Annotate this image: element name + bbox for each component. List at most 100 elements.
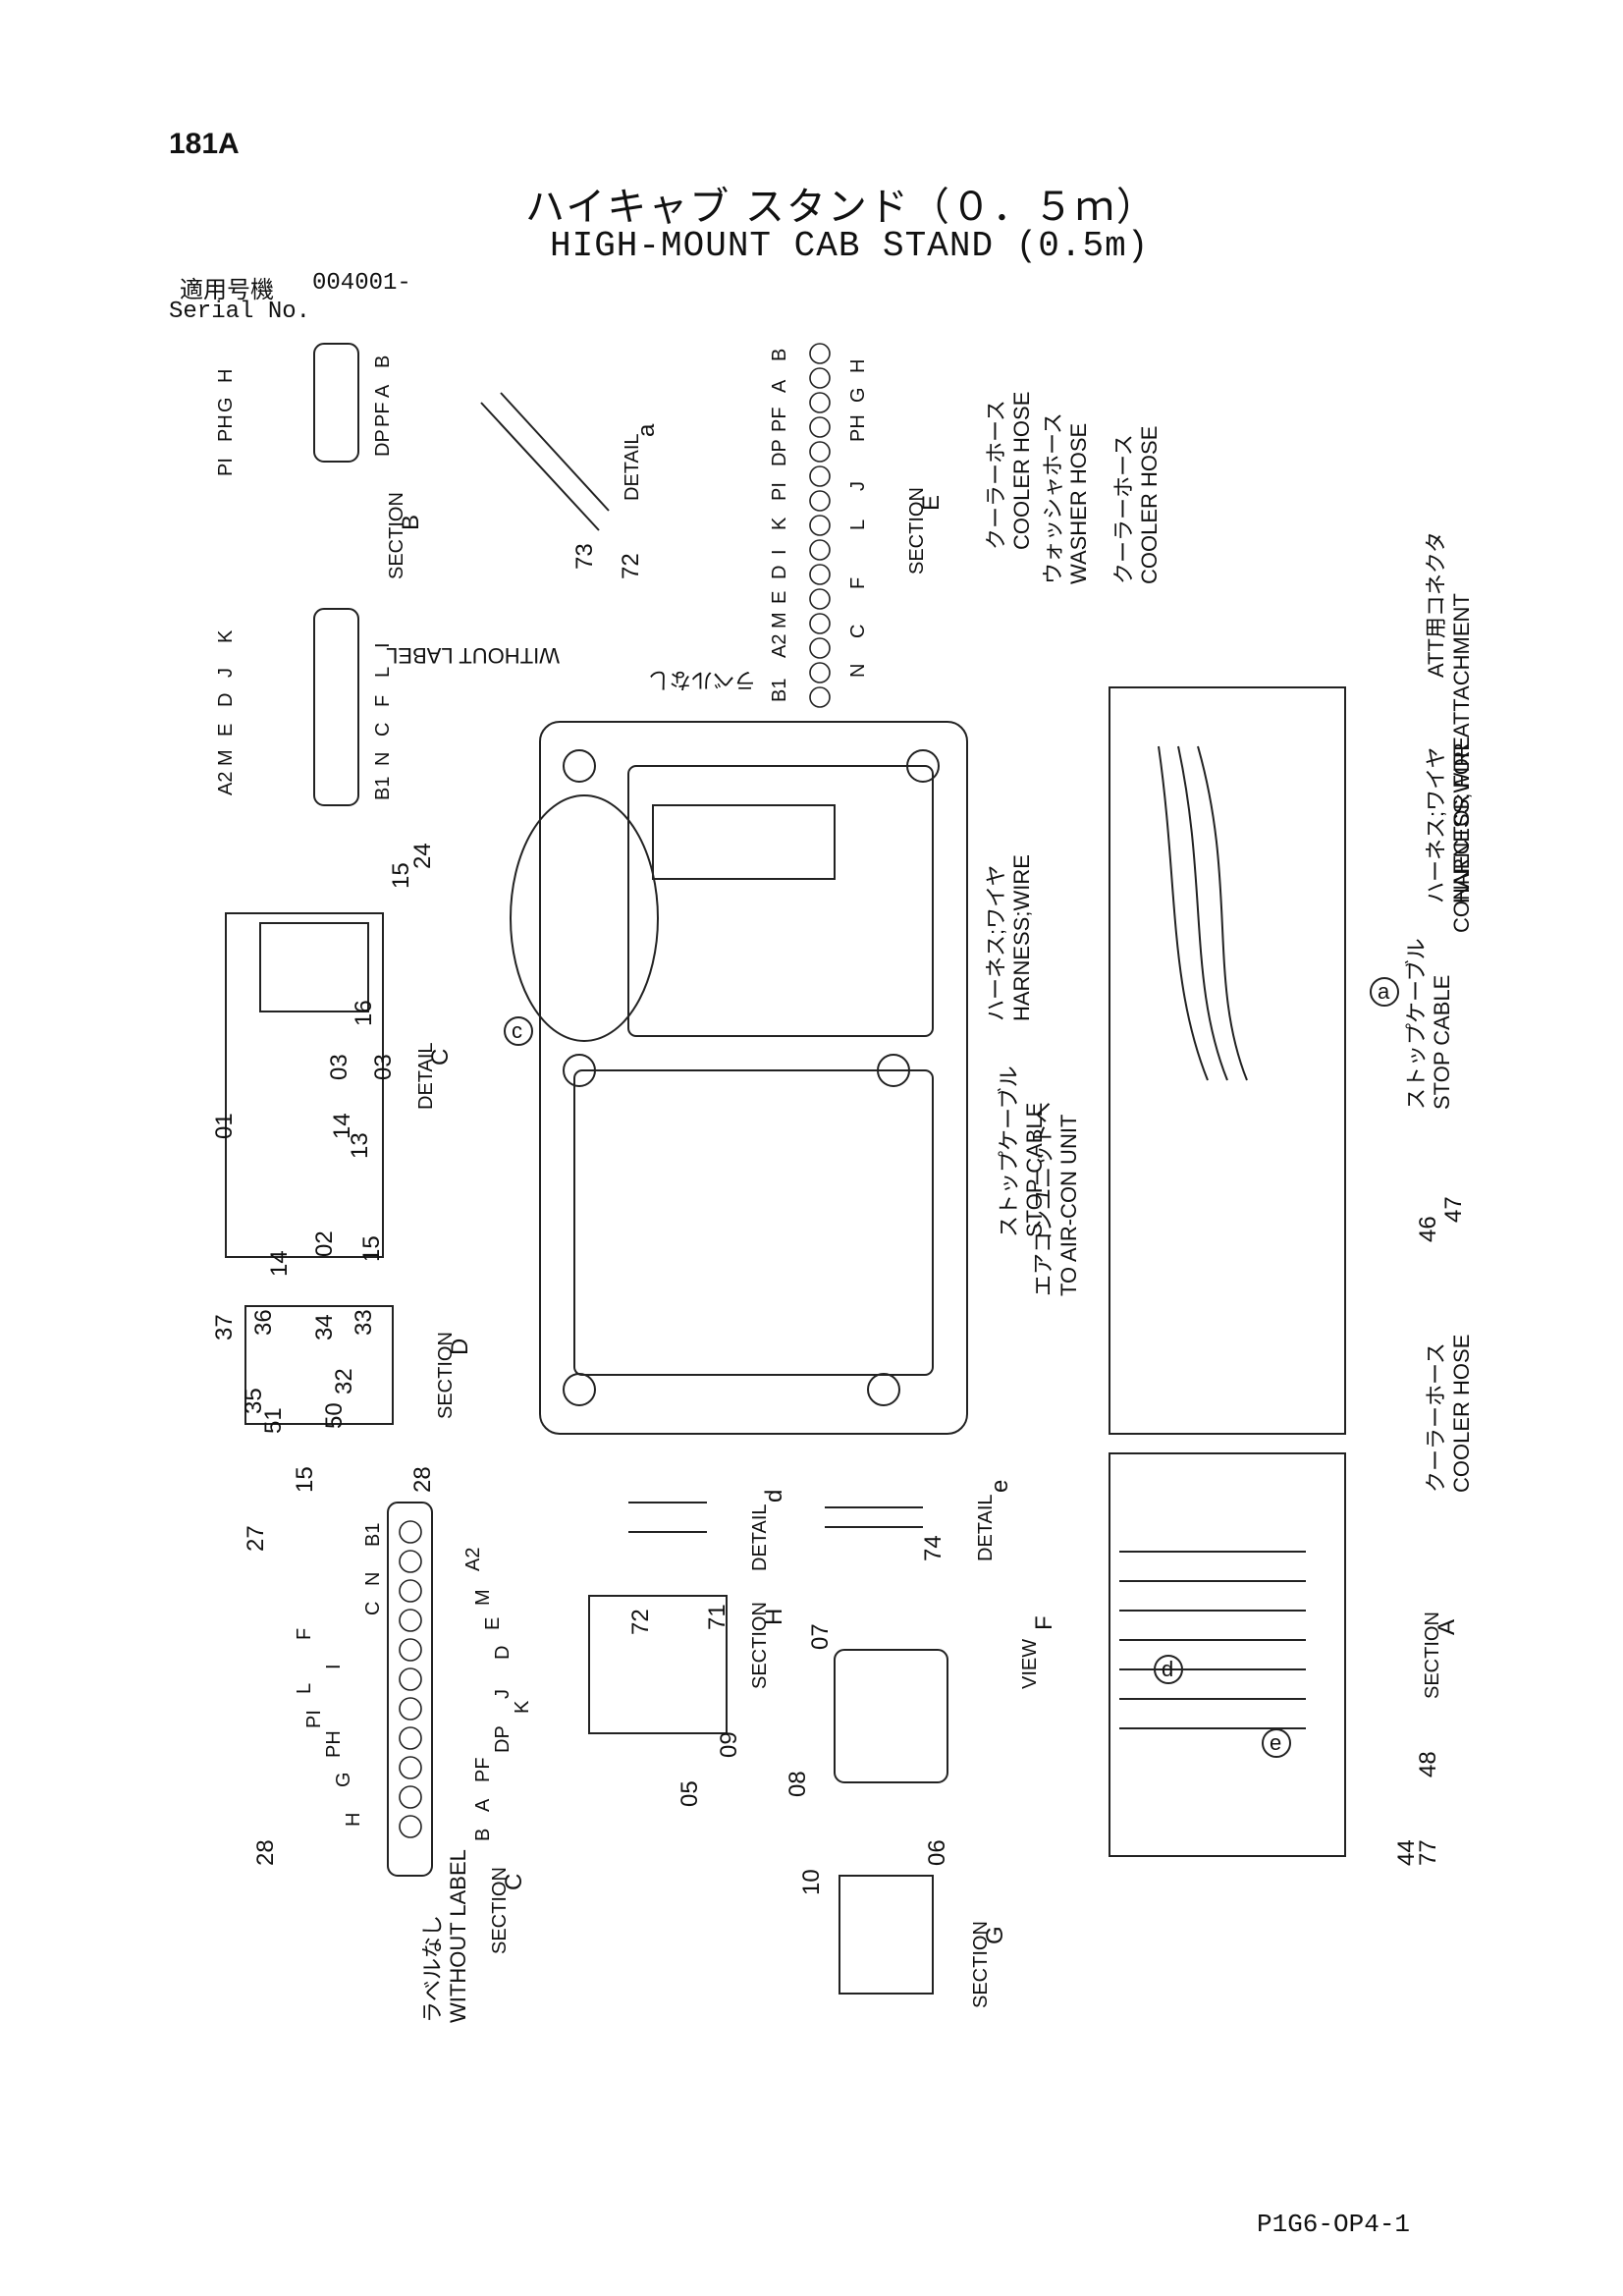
section-g-label: SECTION	[970, 1921, 992, 2008]
stop-cable-en-left: STOP CABLE	[1022, 1103, 1047, 1237]
page-number: 181A	[169, 128, 240, 160]
section-g-frame	[839, 1875, 934, 1995]
section-b-label: SECTION	[386, 492, 407, 579]
section-d-label: SECTION	[435, 1332, 457, 1419]
without-label-en-top: WITHOUT LABEL	[386, 643, 560, 668]
part-number-labels: 73 72 24 15 16 03 03 01 14 02 13 14 15 3…	[211, 543, 1467, 1895]
part-number: 16	[351, 1000, 377, 1026]
cab-stand-plan-outline	[539, 721, 968, 1435]
part-number: 27	[243, 1525, 269, 1552]
port-letter: A2	[462, 1548, 484, 1571]
port-column-section-c	[399, 1520, 422, 1838]
port-letter: E	[215, 724, 237, 737]
port-letter: L	[294, 1683, 315, 1694]
part-number: 44	[1393, 1839, 1420, 1866]
port-letter: D	[492, 1646, 514, 1660]
port-letter: L	[847, 519, 869, 530]
harness-jp-right: ハーネス;ワイヤ	[1424, 747, 1448, 903]
port-letters-section-b: H G PH PI B A PF DP	[215, 355, 394, 476]
part-number: 05	[676, 1780, 703, 1807]
bolt-hole	[867, 1373, 900, 1406]
cab-stand-panel-lower	[573, 1069, 934, 1376]
view-labels: SECTION B DETAIL C SECTION D SECTION C D…	[386, 423, 1460, 2008]
part-number: 02	[311, 1230, 338, 1257]
bolt-hole	[563, 749, 596, 783]
part-number: 77	[1415, 1839, 1441, 1866]
port-letter: F	[294, 1628, 315, 1640]
port-letter: PF	[769, 407, 790, 432]
port-letter: M	[215, 749, 237, 766]
ref-a: a	[1378, 979, 1390, 1004]
detail-c-circle	[510, 794, 659, 1042]
port-letter: E	[769, 591, 790, 604]
port-letter: G	[215, 397, 237, 412]
section-a-letter: A	[1434, 1619, 1460, 1635]
cooler-hose-en-right: COOLER HOSE	[1137, 426, 1162, 584]
connector-section-b-lower	[313, 608, 359, 806]
port-letter: N	[372, 752, 394, 766]
part-number: 14	[329, 1113, 355, 1139]
port-letter: PI	[215, 458, 237, 476]
part-number: 01	[211, 1113, 238, 1139]
port-letters-section-c: B1 N C F I L PI PH G H A2 M E D J K DP P…	[294, 1523, 533, 1841]
serial-label-english: Serial No.	[169, 299, 311, 325]
section-h-label: SECTION	[749, 1602, 771, 1689]
ref-d: d	[1162, 1657, 1173, 1681]
section-e-label: SECTION	[906, 487, 928, 574]
section-c-letter: C	[501, 1874, 527, 1890]
part-number: 37	[211, 1314, 238, 1340]
section-d-letter: D	[447, 1339, 473, 1355]
harness-en-right: HARNESS;WIRE	[1449, 737, 1474, 903]
port-letter: H	[847, 359, 869, 373]
port-letter: G	[333, 1772, 354, 1787]
port-letter: B1	[372, 777, 394, 800]
part-number: 13	[347, 1132, 373, 1159]
port-letter: M	[769, 612, 790, 629]
port-letter: J	[847, 481, 869, 491]
detail-c-letter: C	[427, 1049, 454, 1066]
port-letter: J	[215, 668, 237, 678]
port-letter: PI	[769, 482, 790, 501]
part-number: 10	[798, 1869, 825, 1895]
port-letter: M	[472, 1589, 494, 1606]
port-letter: B	[372, 355, 394, 368]
section-d-frame	[244, 1305, 394, 1425]
port-letter: C	[847, 625, 869, 638]
port-letter: PI	[303, 1710, 325, 1728]
aircon-jp: エアコンユニットへ	[1031, 1102, 1055, 1296]
port-letters-section-e: B A PF DP PI K I D E M A2 B1 H G PH J L …	[769, 349, 869, 702]
port-letter: PH	[847, 414, 869, 442]
cooler-hose-en-bottom: COOLER HOSE	[1449, 1335, 1474, 1493]
without-label-jp-bottom: ラベルなし	[420, 1915, 445, 2023]
part-number: 34	[311, 1314, 338, 1340]
part-number: 24	[409, 843, 436, 869]
detail-a-letter: a	[633, 423, 660, 437]
port-letter: K	[512, 1700, 533, 1714]
port-letter: C	[372, 723, 394, 737]
port-letter: A	[769, 379, 790, 393]
view-f-label: VIEW	[1019, 1639, 1041, 1689]
stop-cable-jp-left: ストップケーブル	[997, 1066, 1021, 1237]
port-letter: B	[769, 349, 790, 361]
serial-value: 004001-	[312, 270, 411, 297]
part-number: 07	[807, 1623, 834, 1650]
ref-c: c	[512, 1018, 522, 1043]
harness-routing	[1158, 745, 1248, 1081]
detail-d-hose	[628, 1502, 707, 1533]
bolt-hole	[877, 1054, 910, 1087]
port-letter: PF	[372, 402, 394, 427]
port-letter: A2	[215, 772, 237, 795]
part-number: 46	[1415, 1216, 1441, 1242]
port-letter: DP	[492, 1725, 514, 1753]
serial-label-japanese: 適用号機	[180, 276, 274, 303]
port-letter: I	[323, 1664, 345, 1669]
part-number: 28	[409, 1466, 436, 1493]
detail-e-label: DETAIL	[975, 1494, 997, 1561]
title-japanese: ハイキャブ スタンド（０．５ｍ）	[525, 185, 1158, 230]
footer-code: P1G6-OP4-1	[1257, 2210, 1411, 2239]
detail-d-letter: d	[761, 1490, 787, 1503]
port-letter: L	[372, 667, 394, 678]
detail-e-letter: e	[987, 1480, 1013, 1493]
port-letter: PF	[472, 1757, 494, 1782]
